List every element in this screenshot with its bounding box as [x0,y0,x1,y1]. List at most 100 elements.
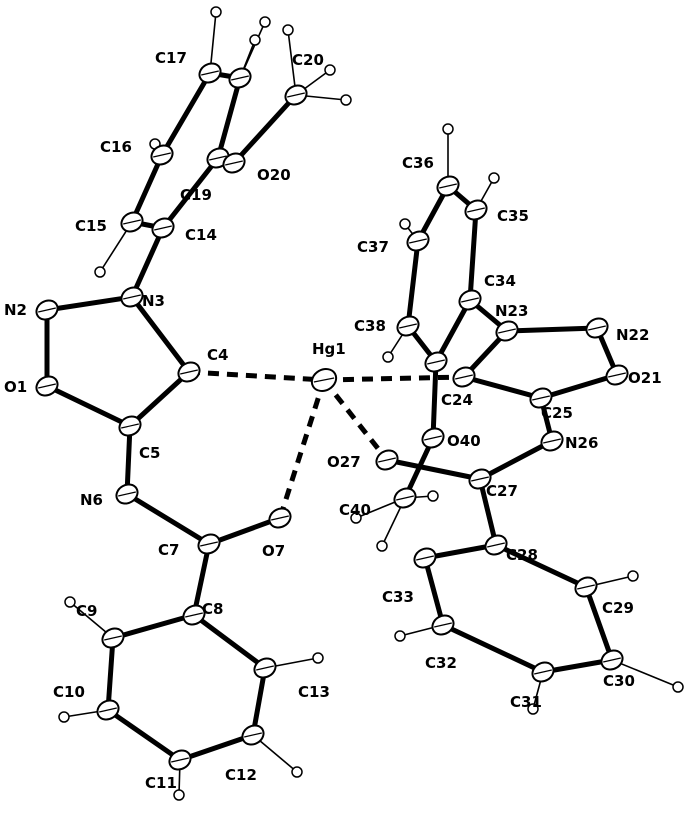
atom-label-c10: C10 [53,683,85,701]
ellipsoid-axis [498,328,516,334]
bond-c37-c38 [405,238,421,329]
bond-c4-n3 [129,294,192,375]
ellipsoid-axis [588,325,606,331]
atom-o20 [222,152,246,174]
atom-c4 [177,361,201,383]
hydrogen-atom [259,16,271,28]
atom-o27 [375,449,399,471]
hydrogen-atom [442,123,454,135]
hydrogen-bond-c20 [287,29,297,96]
interaction-hg1-o27 [322,378,389,462]
atom-label-c5: C5 [139,444,160,462]
atom-c20 [284,84,308,106]
atom-c33 [413,547,437,569]
atom-label-c35: C35 [497,207,529,225]
ellipsoid-axis [200,541,218,547]
atom-label-c8: C8 [202,600,223,618]
bond-c19-c14 [160,155,221,231]
atom-o1 [35,375,59,397]
hydrogen-atom [527,703,539,715]
atom-c8 [182,604,206,626]
atom-label-c14: C14 [185,226,217,244]
atom-n26 [540,430,564,452]
atom-label-c7: C7 [158,541,179,559]
atom-label-n23: N23 [495,302,528,320]
hydrogen-atom [376,540,388,552]
atom-label-c31: C31 [510,693,542,711]
hydrogen-atom [672,681,684,693]
atom-label-c25: C25 [541,404,573,422]
bond-c9-c10 [105,635,116,713]
hydrogen-atom [249,34,261,46]
interaction-hg1-o7 [277,379,327,519]
ellipsoid-axis [409,238,427,244]
bond-c34-c35 [467,207,479,303]
atom-label-c24: C24 [441,391,473,409]
atom-c32 [431,614,455,636]
bond-c7-c8 [191,541,212,618]
ellipsoid-axis [225,160,243,166]
atom-o7 [268,507,292,529]
bond-c27-o27 [384,457,483,482]
ellipsoid-axis [121,423,139,429]
bond-c18-c19 [215,75,243,161]
hydrogen-atom [427,490,439,502]
bond-c33-c28 [422,542,499,561]
bond-c29-c30 [583,584,615,663]
bond-n2-n3 [44,294,135,313]
interaction-c4-hg1 [188,369,325,383]
atom-c10 [96,699,120,721]
ellipsoid-axis [38,383,56,389]
ellipsoid-axis [153,152,171,158]
ellipsoid-axis [118,491,136,497]
atom-label-c15: C15 [75,217,107,235]
ellipsoid-axis [185,612,203,618]
bond-c5-n6 [124,423,133,497]
bond-c7-o7 [206,515,283,547]
atom-label-hg1: Hg1 [312,340,346,358]
hydrogen-atom [350,512,362,524]
atom-label-o20: O20 [257,166,291,184]
bond-c28-c29 [493,542,589,590]
ellipsoid-axis [99,707,117,713]
atom-c25 [529,387,553,409]
atom-n3 [120,286,144,308]
atom-label-c9: C9 [76,602,97,620]
atom-c5 [118,415,142,437]
bond-c32-c33 [422,555,446,628]
bond-n3-c14 [129,225,166,300]
atom-label-o7: O7 [262,542,285,560]
ellipsoid-axis [532,395,550,401]
ellipsoid-axis [313,377,335,383]
bond-c13-c8 [191,612,268,671]
atom-c11 [168,749,192,771]
atom-c17 [198,62,222,84]
bond-c10-c11 [105,707,183,763]
atom-label-n6: N6 [80,491,103,509]
ellipsoid-axis [603,657,621,663]
atom-c35 [464,199,488,221]
atom-c37 [406,230,430,252]
atom-c7 [197,533,221,555]
atom-c9 [101,627,125,649]
ellipsoid-axis [399,323,417,329]
ellipsoid-axis [471,476,489,482]
ellipsoid-axis [231,75,249,81]
ellipsoid-axis [543,438,561,444]
atom-label-c19: C19 [180,186,212,204]
mercury-interactions [188,369,465,519]
atom-label-c16: C16 [100,138,132,156]
atom-label-c11: C11 [145,774,177,792]
hydrogen-atom [291,766,303,778]
hydrogen-atom [399,218,411,230]
bond-o21-c25 [538,372,620,401]
ellipsoid-axis [424,435,442,441]
ellipsoid-axis [577,584,595,590]
hydrogen-atom [627,570,639,582]
bond-c25-c24 [461,374,544,401]
hydrogen-atom [312,652,324,664]
hydrogen-atom [58,711,70,723]
atom-hg1 [310,368,338,392]
atom-label-c30: C30 [603,672,635,690]
